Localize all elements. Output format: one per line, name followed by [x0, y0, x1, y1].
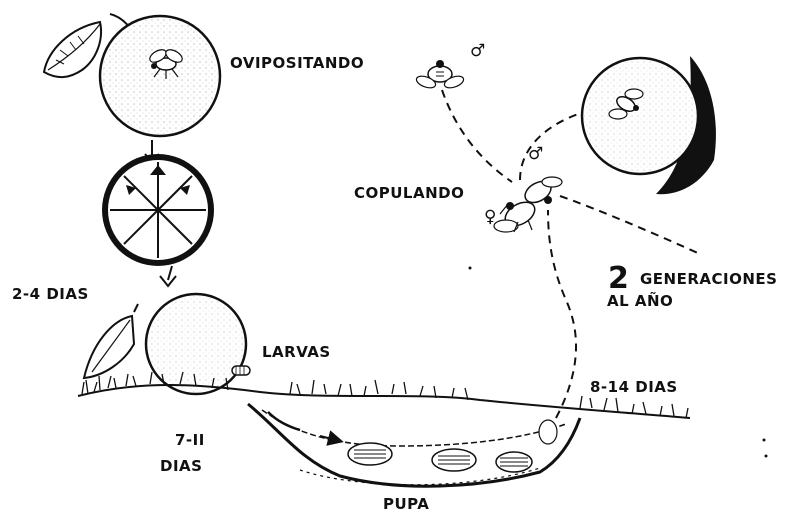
arrow-2-icon [168, 266, 172, 280]
orange-upper-right [582, 56, 716, 194]
label-days-8-14: 8-14 DIAS [590, 380, 678, 395]
soil-chamber [248, 404, 580, 486]
male-flight-path [442, 90, 512, 182]
label-ovipositing: OVIPOSITANDO [230, 56, 364, 71]
emergence-path [548, 210, 576, 418]
label-generations-number: 2 [608, 264, 629, 294]
label-days-7-11-line1: 7-II [175, 433, 205, 448]
male-symbol-mid-icon: ♂ [528, 146, 543, 163]
orange-ovipositing [44, 14, 220, 136]
label-generations-line2: AL AÑO [607, 294, 673, 309]
label-days-7-11-line2: DIAS [160, 459, 202, 474]
male-fly-icon [415, 60, 465, 90]
label-days-2-4: 2-4 DIAS [12, 287, 89, 302]
fallen-orange [84, 294, 250, 394]
larva-icon [232, 366, 250, 375]
female-symbol-icon: ♀ [484, 209, 496, 226]
copulating-flies-icon [494, 177, 562, 232]
label-generations-line1: GENERACIONES [640, 272, 777, 287]
label-copulating: COPULANDO [354, 186, 464, 201]
label-pupa: PUPA [383, 497, 429, 512]
male-symbol-top-icon: ♂ [470, 43, 485, 60]
orange-cross-section [102, 154, 214, 266]
label-larvae: LARVAS [262, 345, 331, 360]
